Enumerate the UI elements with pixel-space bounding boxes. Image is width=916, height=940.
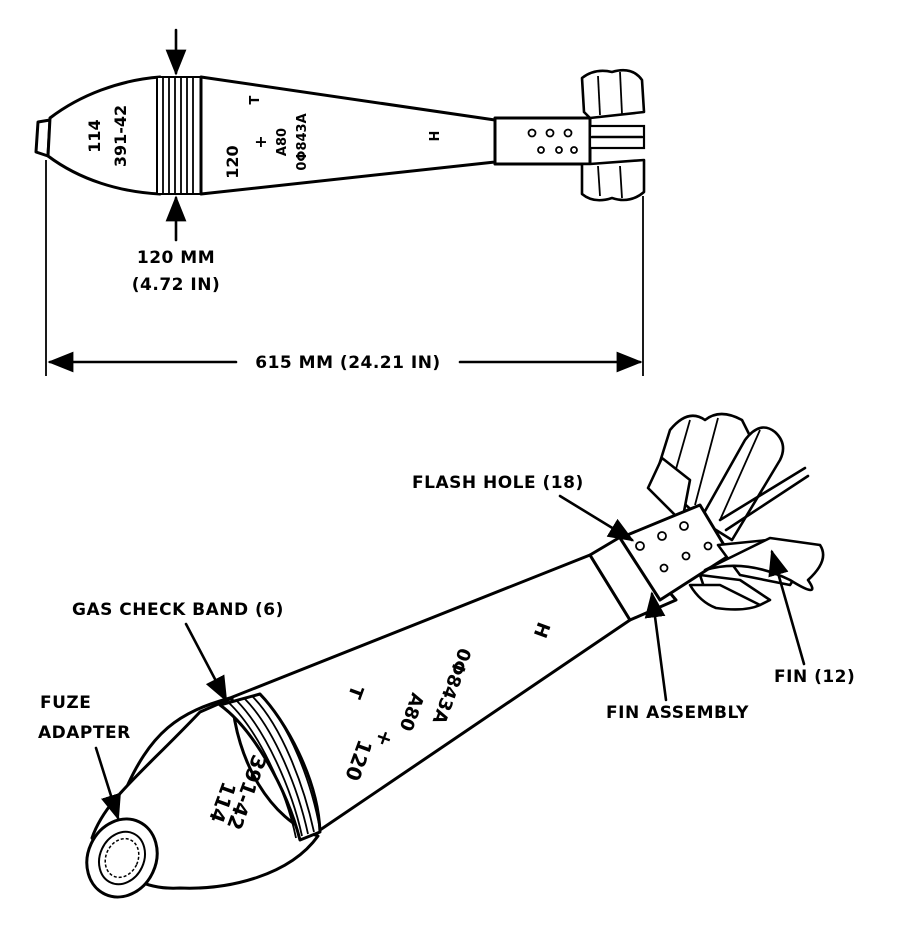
callouts: FLASH HOLE (18) GAS CHECK BAND (6) FUZE …	[38, 473, 855, 821]
fins-iso-back	[646, 412, 810, 542]
iso-flash-holes	[635, 521, 713, 573]
fin-label: FIN (12)	[774, 667, 855, 687]
diameter-dimension: 120 MM (4.72 IN)	[132, 28, 220, 295]
length-dimension: 615 MM (24.21 IN)	[45, 160, 644, 376]
ogive	[46, 75, 162, 196]
gas-check-band-label: GAS CHECK BAND (6)	[72, 600, 284, 620]
side-marking-lot: 114	[85, 119, 104, 152]
length-label: 615 MM (24.21 IN)	[255, 353, 440, 373]
side-marking-h: H	[428, 131, 443, 142]
tail-boom	[493, 116, 592, 166]
adapter-label: ADAPTER	[38, 723, 131, 743]
side-marking-serial: 0Φ843A	[295, 113, 310, 170]
flash-holes-side	[527, 128, 578, 154]
side-view-projectile: 114 391-42 120 + A80 0Φ843A T H	[34, 68, 646, 202]
band-lines	[162, 78, 194, 194]
side-marking-plus: +	[251, 135, 270, 148]
side-marking-caliber: 120	[223, 145, 242, 178]
side-marking-t: T	[248, 95, 263, 104]
side-marking-lot-code: 391-42	[111, 105, 130, 167]
fuze-adapter-opening	[85, 817, 159, 899]
diameter-in-label: (4.72 IN)	[132, 275, 220, 295]
fins-side	[580, 68, 646, 202]
iso-band-lines	[227, 694, 321, 839]
side-marking-weight: A80	[275, 128, 290, 156]
iso-marking-plus: +	[370, 726, 398, 750]
fin-assembly-label: FIN ASSEMBLY	[606, 703, 749, 723]
body-taper	[199, 75, 497, 196]
fuze-label: FUZE	[40, 693, 91, 713]
flash-hole-label: FLASH HOLE (18)	[412, 473, 584, 493]
iso-marking-h: H	[529, 619, 554, 640]
diameter-mm-label: 120 MM	[137, 248, 215, 268]
